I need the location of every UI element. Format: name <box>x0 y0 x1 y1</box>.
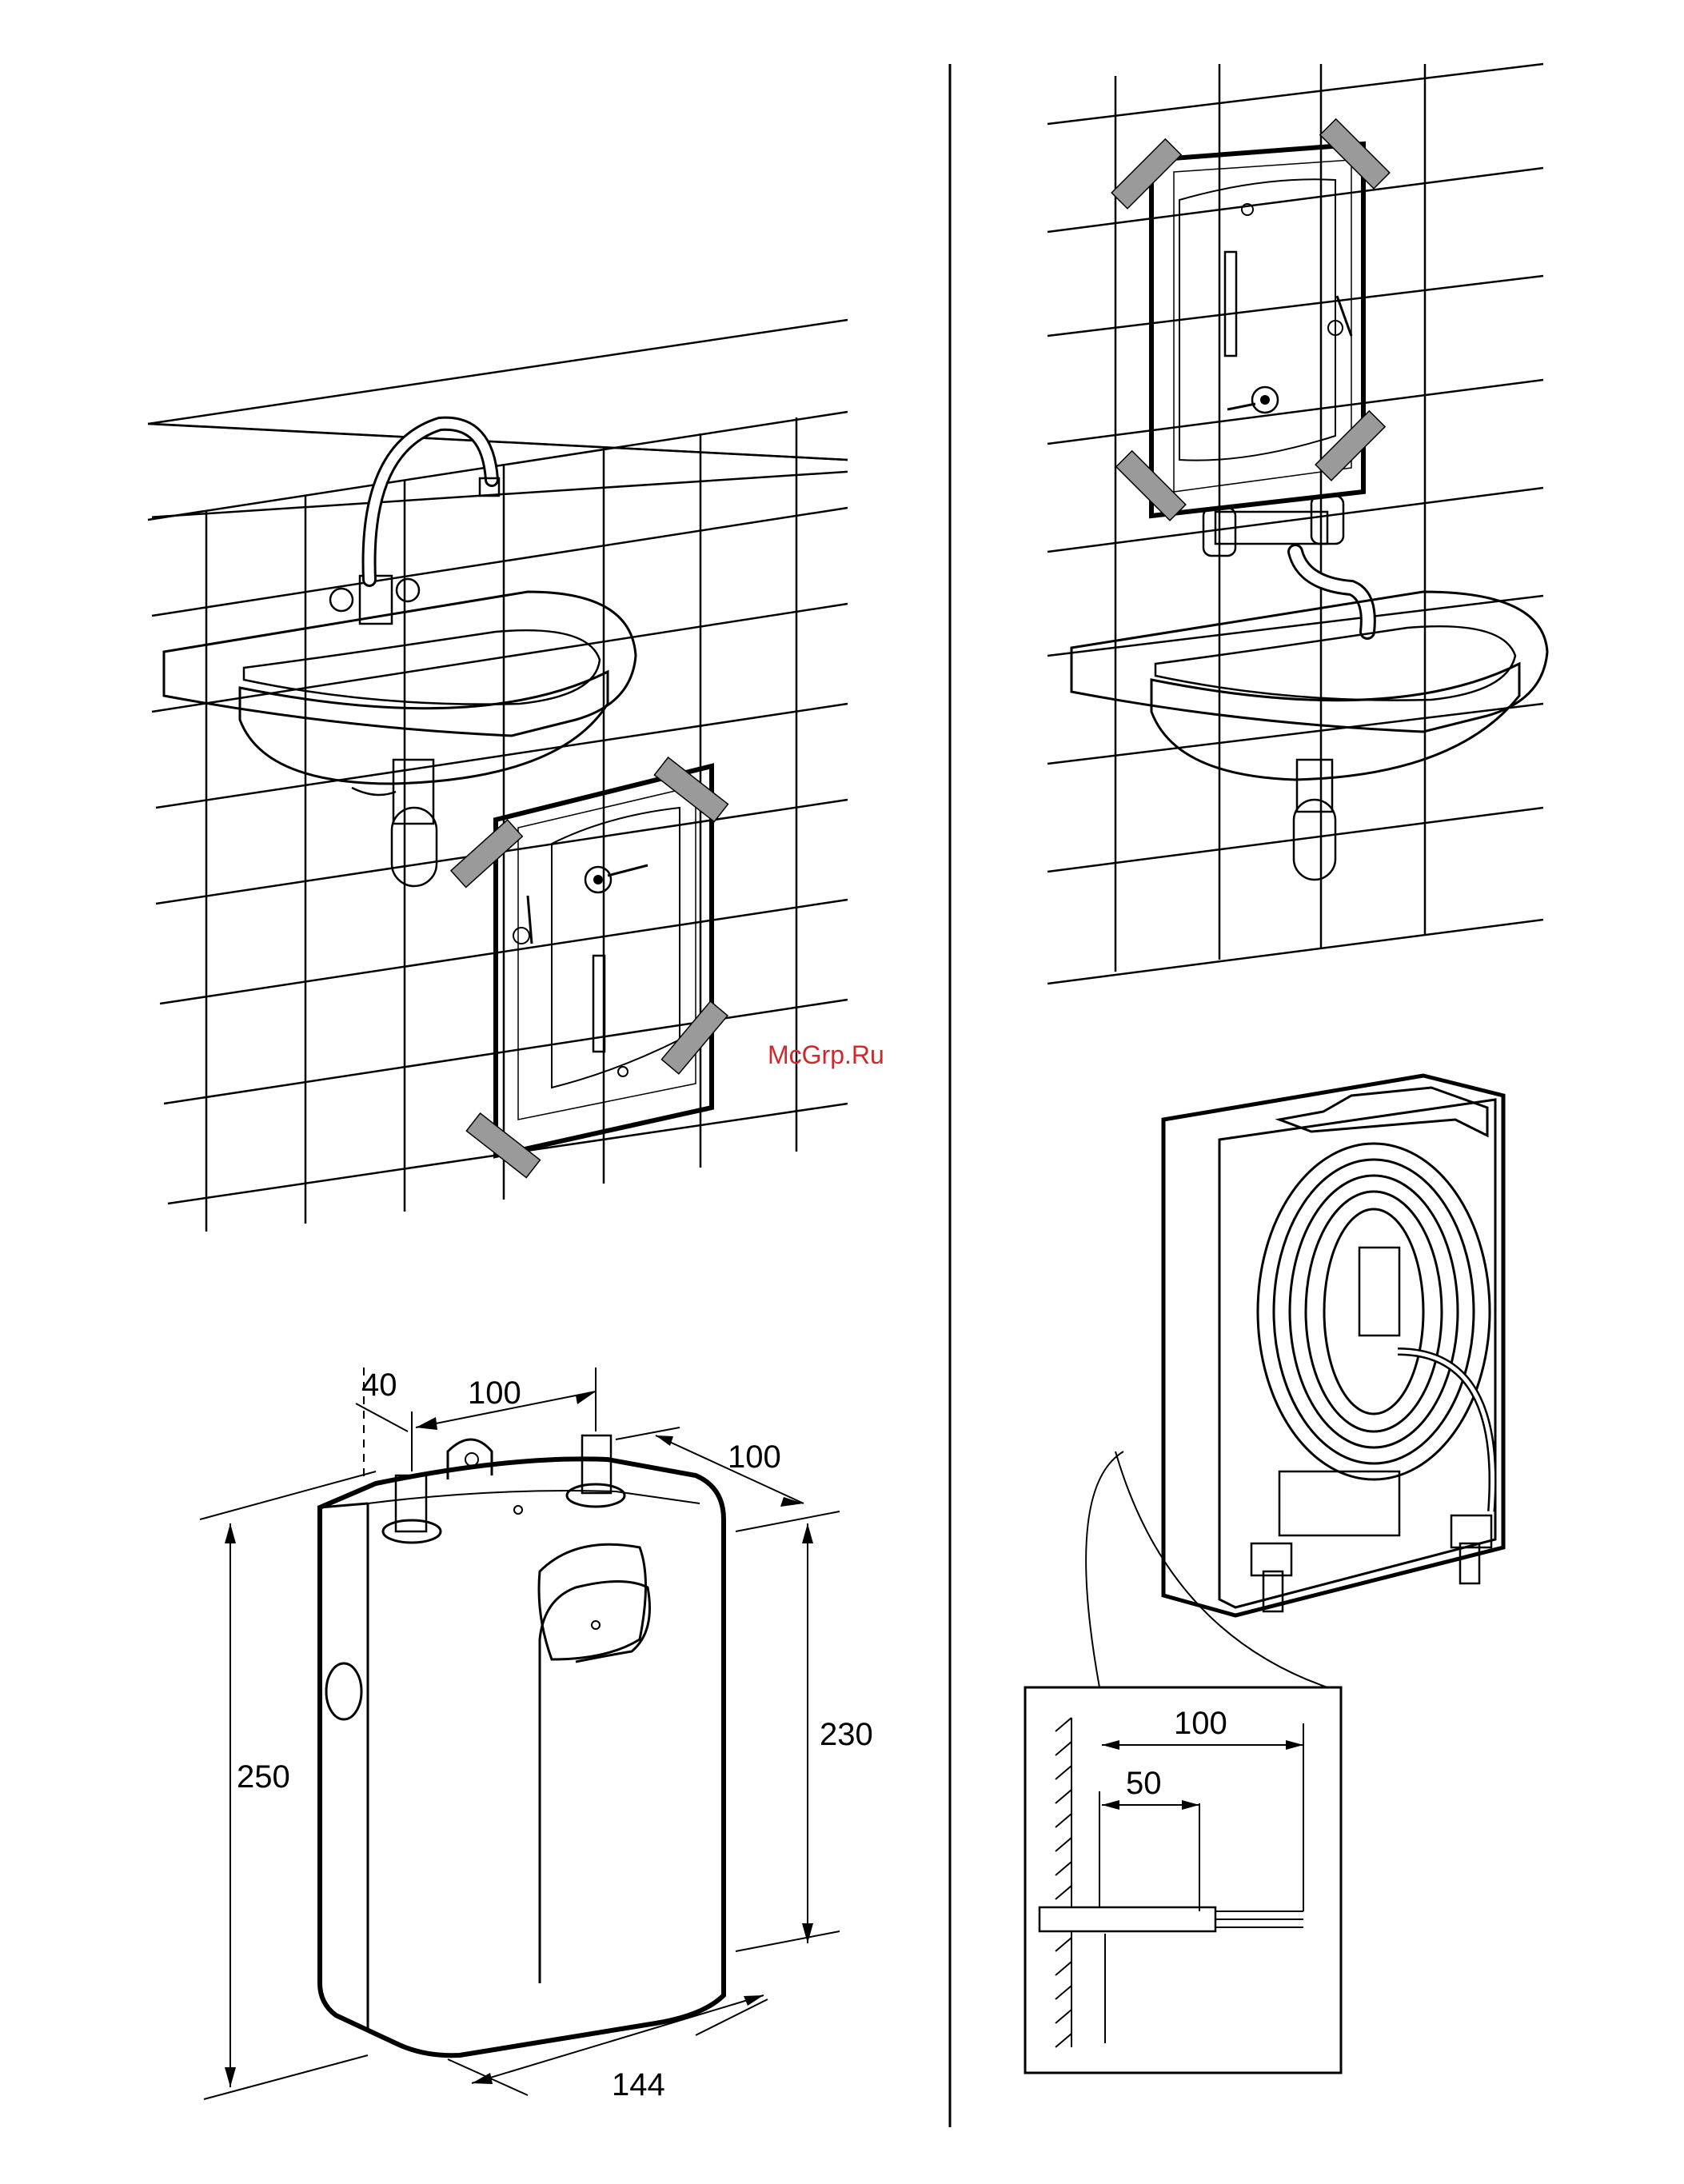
panel-top-right <box>1048 64 1547 984</box>
detail-dim-inner: 50 <box>1126 1766 1162 1801</box>
dim-width: 144 <box>612 2067 665 2102</box>
detail-dim-outer: 100 <box>1174 1706 1227 1741</box>
mixer-faucet-right <box>1203 496 1368 632</box>
dimension-lines-heater <box>200 1367 840 2099</box>
adhesive-tape <box>1111 139 1181 209</box>
heating-coil <box>1258 1144 1490 1479</box>
detail-inset: 100 50 <box>1025 1687 1341 2073</box>
adhesive-tape <box>654 757 728 822</box>
panel-top-left <box>148 320 848 1232</box>
watermark: McGrp.Ru <box>768 1040 884 1069</box>
water-heater-body <box>320 1435 724 2055</box>
adhesive-tape <box>1320 119 1390 189</box>
dim-offset-left: 40 <box>361 1367 397 1403</box>
adhesive-tape <box>1315 411 1385 481</box>
sink-left <box>164 592 636 784</box>
adhesive-tape <box>661 1001 728 1074</box>
dim-depth: 100 <box>728 1439 781 1475</box>
panel-bottom-right: 100 50 <box>1025 1076 1503 2073</box>
faucet-left <box>330 424 499 624</box>
dim-height-total: 250 <box>237 1759 290 1795</box>
mounting-template-left <box>451 757 728 1178</box>
heater-open-interior <box>1163 1076 1503 1615</box>
adhesive-tape <box>451 820 522 887</box>
dim-height-body: 230 <box>820 1717 873 1752</box>
mounting-template-right <box>1111 119 1390 521</box>
sink-right <box>1071 592 1547 880</box>
dim-inlet-spacing: 100 <box>468 1375 521 1411</box>
panel-bottom-left: 40 100 100 250 230 144 <box>200 1367 873 2102</box>
